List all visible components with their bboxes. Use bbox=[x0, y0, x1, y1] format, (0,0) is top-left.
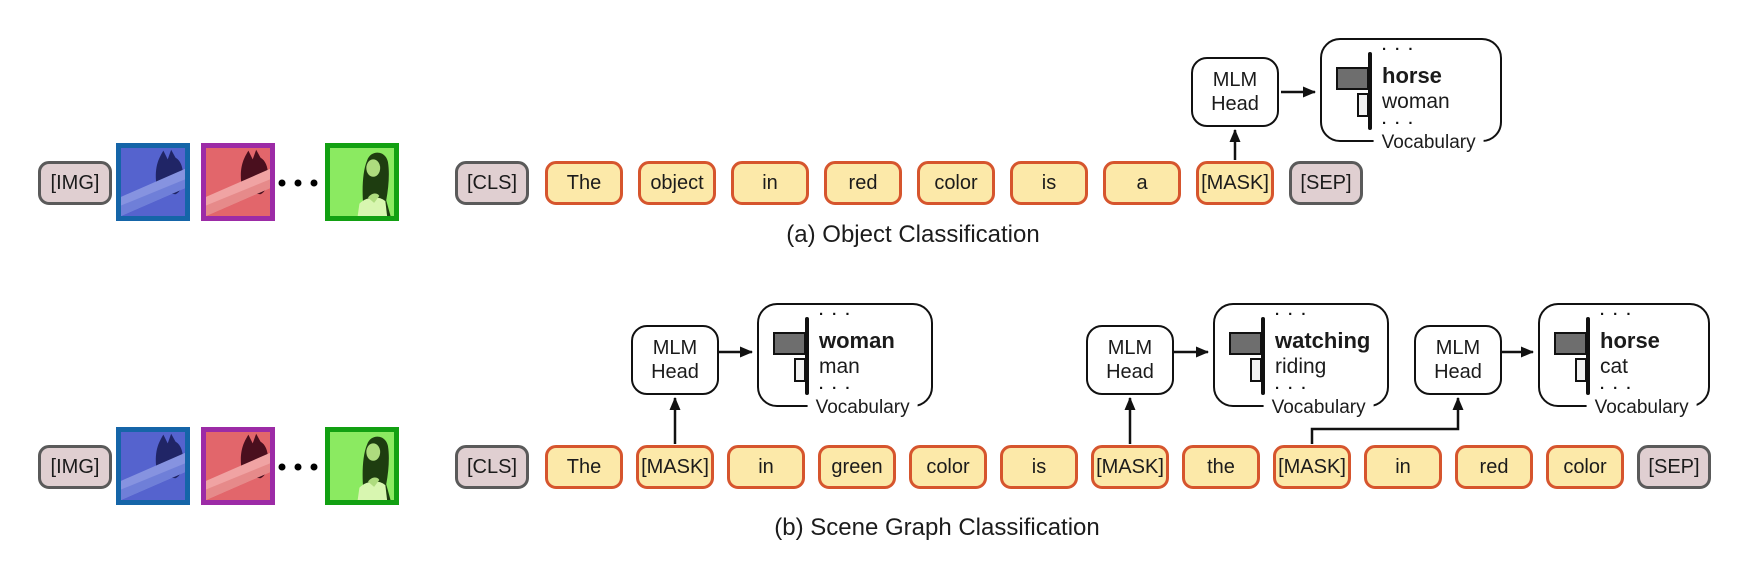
token-mask-predicate: [MASK] bbox=[1091, 445, 1169, 489]
vocab-bar-top-word bbox=[773, 332, 806, 355]
token-red: red bbox=[824, 161, 902, 205]
token-is: is bbox=[1010, 161, 1088, 205]
patch-ellipsis-dots bbox=[278, 179, 318, 187]
caption-panel-b: (b) Scene Graph Classification bbox=[774, 514, 1100, 541]
vocab-second-word: riding bbox=[1275, 355, 1327, 378]
vocab-ellipsis: · · · bbox=[1275, 380, 1309, 397]
vocab-label: Vocabulary bbox=[807, 397, 918, 419]
vocab-ellipsis: · · · bbox=[1275, 306, 1309, 323]
token-sep: [SEP] bbox=[1289, 161, 1363, 205]
mlm-head-box: MLM Head bbox=[1191, 57, 1279, 127]
token-cls: [CLS] bbox=[455, 445, 529, 489]
vocab-bar-top-word bbox=[1229, 332, 1262, 355]
token-in: in bbox=[1364, 445, 1442, 489]
token-cls: [CLS] bbox=[455, 161, 529, 205]
vocab-second-word: woman bbox=[1382, 90, 1450, 113]
token-img: [IMG] bbox=[38, 161, 112, 205]
vocab-label: Vocabulary bbox=[1373, 132, 1484, 154]
token-mask-subject: [MASK] bbox=[636, 445, 714, 489]
vocab-bar-top-word bbox=[1554, 332, 1587, 355]
vocabulary-box: · · · horse woman · · · Vocabulary bbox=[1320, 38, 1502, 154]
token-the: the bbox=[1182, 445, 1260, 489]
vocab-second-word: man bbox=[819, 355, 860, 378]
vocab-bar-second-word bbox=[1575, 358, 1587, 382]
mlm-head-box: MLM Head bbox=[1086, 325, 1174, 395]
vocab-top-word: horse bbox=[1382, 63, 1442, 88]
vocab-top-word: watching bbox=[1275, 328, 1371, 353]
vocab-bar-second-word bbox=[794, 358, 806, 382]
token-the: The bbox=[545, 445, 623, 489]
vocab-label: Vocabulary bbox=[1586, 397, 1697, 419]
mlm-head-box: MLM Head bbox=[631, 325, 719, 395]
vocabulary-box: · · · woman man · · · Vocabulary bbox=[757, 303, 933, 419]
vocab-ellipsis: · · · bbox=[1600, 306, 1634, 323]
vocab-bar-second-word bbox=[1250, 358, 1262, 382]
vocab-axis bbox=[1261, 317, 1265, 395]
horse-photo-blue-tint bbox=[121, 432, 185, 500]
image-patch-red-horse bbox=[201, 427, 275, 505]
mlm-head-box: MLM Head bbox=[1414, 325, 1502, 395]
vocab-axis bbox=[1586, 317, 1590, 395]
vocab-ellipsis: · · · bbox=[1600, 380, 1634, 397]
token-color: color bbox=[909, 445, 987, 489]
patch-ellipsis-dots bbox=[278, 463, 318, 471]
token-object: object bbox=[638, 161, 716, 205]
token-is: is bbox=[1000, 445, 1078, 489]
woman-photo-green-tint bbox=[330, 148, 394, 216]
token-color: color bbox=[917, 161, 995, 205]
image-patch-green-woman bbox=[325, 143, 399, 221]
vocabulary-box: · · · horse cat · · · Vocabulary bbox=[1538, 303, 1710, 419]
horse-photo-blue-tint bbox=[121, 148, 185, 216]
horse-photo-red-tint bbox=[206, 148, 270, 216]
vocab-ellipsis: · · · bbox=[1382, 115, 1416, 132]
vocab-label: Vocabulary bbox=[1263, 397, 1374, 419]
token-color: color bbox=[1546, 445, 1624, 489]
image-patch-green-woman bbox=[325, 427, 399, 505]
vocab-axis bbox=[805, 317, 809, 395]
token-sep: [SEP] bbox=[1637, 445, 1711, 489]
caption-panel-a: (a) Object Classification bbox=[786, 221, 1040, 248]
token-red: red bbox=[1455, 445, 1533, 489]
vocab-ellipsis: · · · bbox=[819, 380, 853, 397]
token-the: The bbox=[545, 161, 623, 205]
horse-photo-red-tint bbox=[206, 432, 270, 500]
image-patch-blue-horse bbox=[116, 143, 190, 221]
vocab-top-word: woman bbox=[819, 328, 895, 353]
vocab-bar-top-word bbox=[1336, 67, 1369, 90]
token-a: a bbox=[1103, 161, 1181, 205]
token-mask-object: [MASK] bbox=[1273, 445, 1351, 489]
vocab-top-word: horse bbox=[1600, 328, 1660, 353]
token-mask: [MASK] bbox=[1196, 161, 1274, 205]
token-img: [IMG] bbox=[38, 445, 112, 489]
vocabulary-box: · · · watching riding · · · Vocabulary bbox=[1213, 303, 1389, 419]
vocab-ellipsis: · · · bbox=[1382, 41, 1416, 58]
vocab-bar-second-word bbox=[1357, 93, 1369, 117]
vocab-ellipsis: · · · bbox=[819, 306, 853, 323]
vocab-second-word: cat bbox=[1600, 355, 1629, 378]
image-patch-blue-horse bbox=[116, 427, 190, 505]
token-green: green bbox=[818, 445, 896, 489]
image-patch-red-horse bbox=[201, 143, 275, 221]
vocab-axis bbox=[1368, 52, 1372, 130]
token-in: in bbox=[731, 161, 809, 205]
woman-photo-green-tint bbox=[330, 432, 394, 500]
token-in: in bbox=[727, 445, 805, 489]
